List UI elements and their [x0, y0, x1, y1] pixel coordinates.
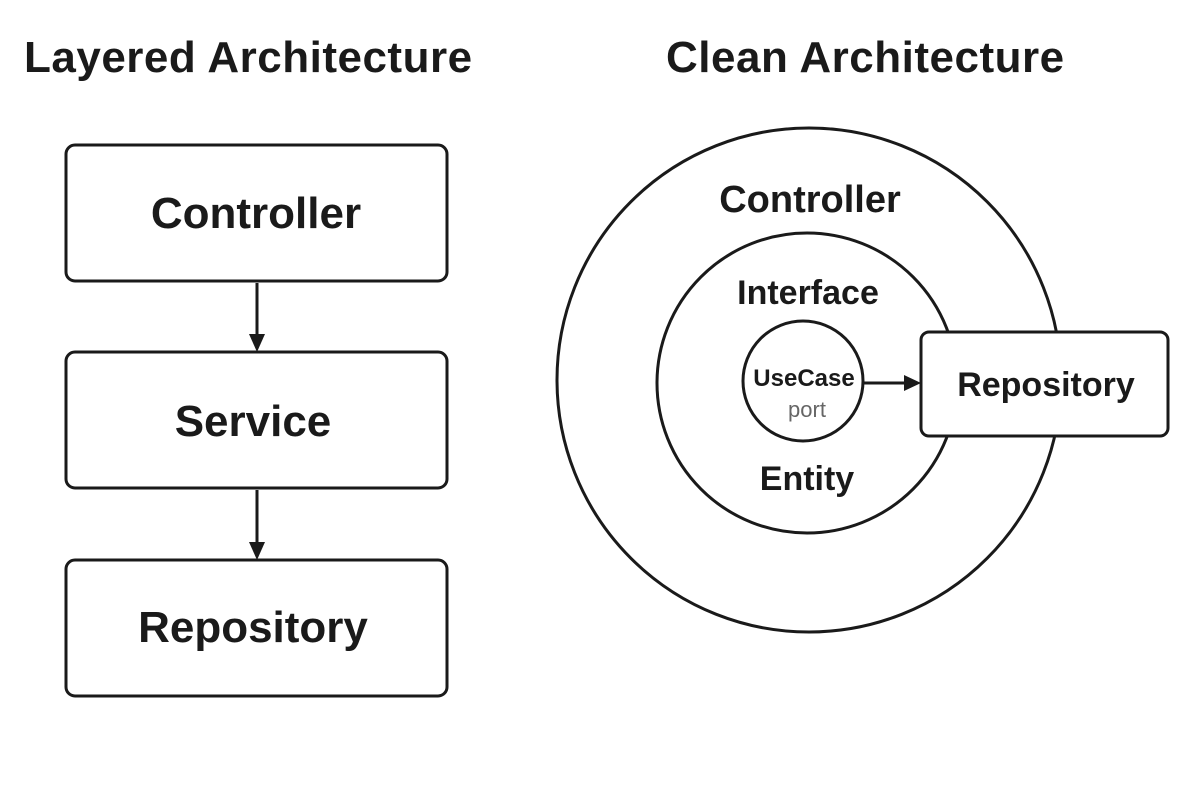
outer-ring-label: Controller [719, 179, 901, 221]
usecase-label: UseCase [753, 365, 854, 392]
usecase-to-repository-arrowhead [904, 375, 921, 391]
external-repository-box [919, 330, 1170, 438]
clean-architecture-title: Clean Architecture [666, 33, 1065, 82]
service-layer-label: Service [175, 397, 332, 446]
layered-architecture-title: Layered Architecture [24, 33, 473, 82]
usecase-core-circle [741, 319, 865, 443]
external-repository-label: Repository [957, 366, 1135, 404]
repository-layer-box [64, 558, 449, 698]
layered-diagram: Controller Service Repository [64, 143, 449, 698]
service-layer-box [64, 350, 449, 490]
controller-layer-box [64, 143, 449, 283]
repository-layer-label: Repository [138, 603, 368, 652]
port-label: port [788, 397, 826, 422]
controller-layer-label: Controller [151, 189, 361, 238]
clean-diagram: Controller Interface Entity UseCase port… [555, 126, 1170, 634]
middle-ring-label: Interface [737, 274, 879, 312]
controller-to-service-arrowhead [249, 334, 265, 352]
service-to-repository-arrowhead [249, 542, 265, 560]
entity-label: Entity [760, 460, 855, 498]
